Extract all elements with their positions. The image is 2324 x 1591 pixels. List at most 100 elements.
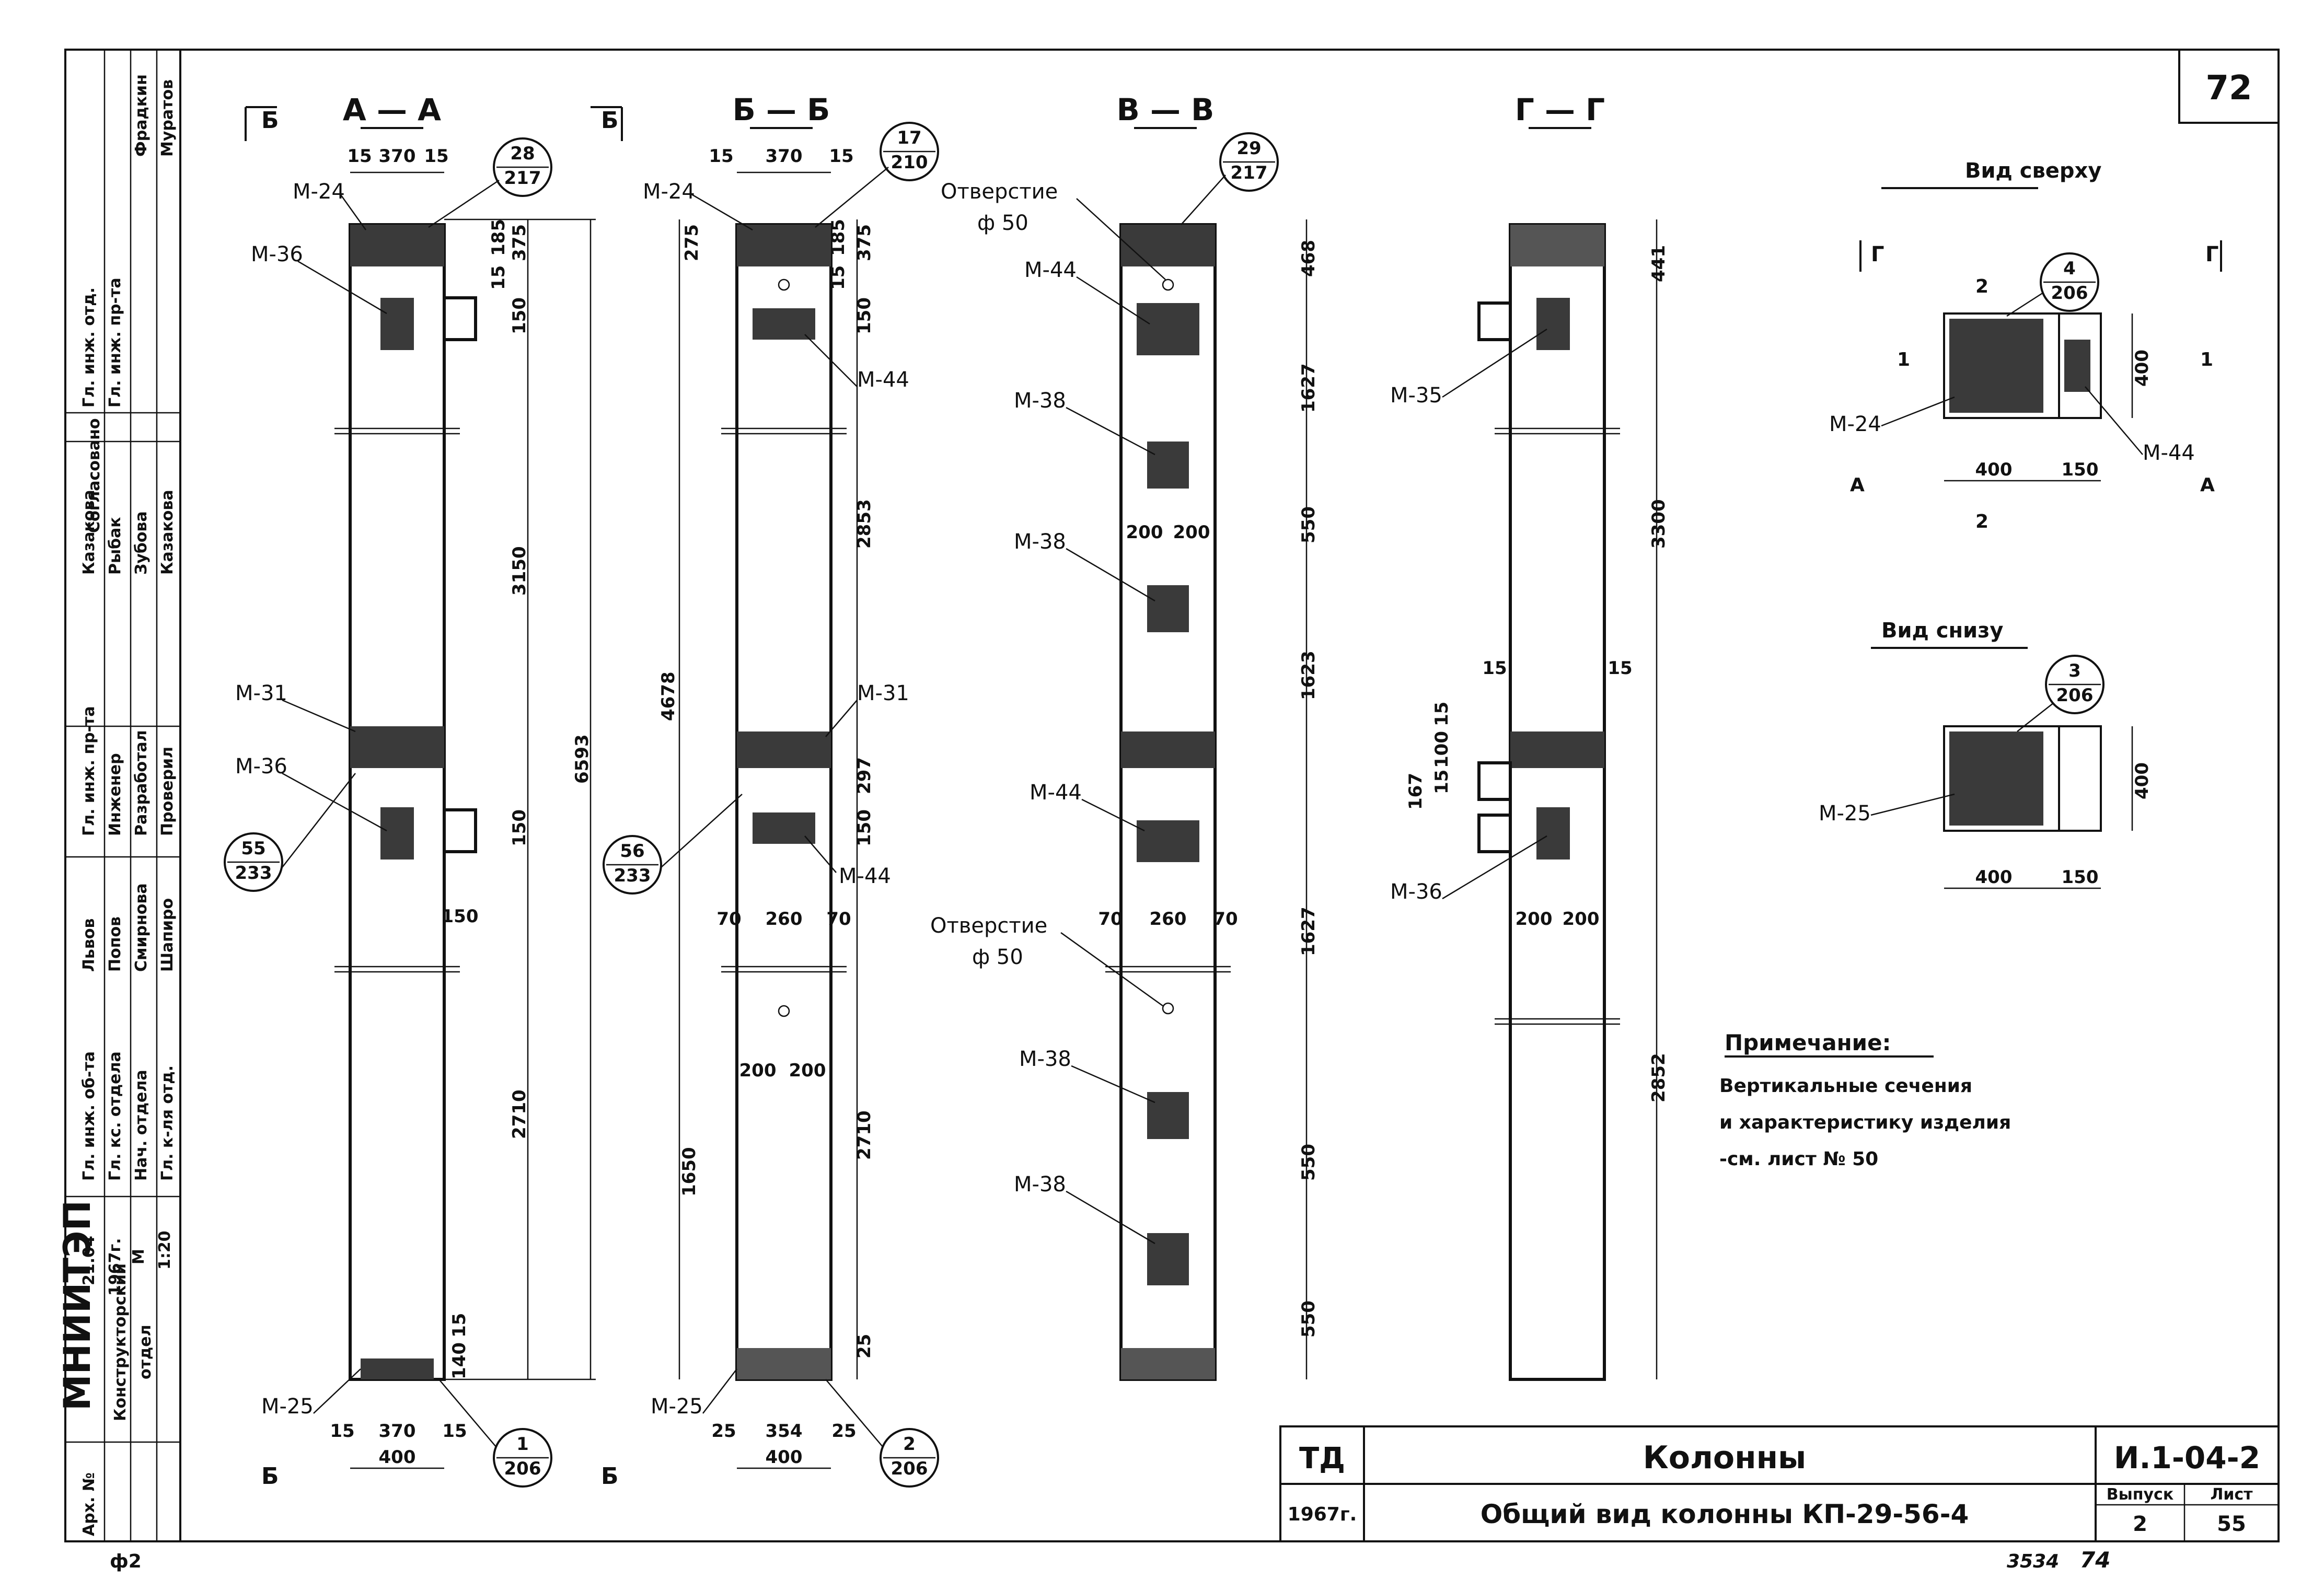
plate-m35-gg	[1536, 298, 1570, 350]
side-role-1: Гл. инж. об-та	[80, 1051, 98, 1181]
aa-d6593: 6593	[572, 734, 593, 784]
side-top-2b: Муратов	[158, 79, 177, 157]
aa-top-w: 370	[379, 146, 416, 167]
plate-m31-aa	[350, 726, 444, 768]
vv-d70r: 70	[1213, 909, 1238, 930]
vv-m44b-label: М-44	[1030, 781, 1082, 805]
bb-m44b-label: М-44	[839, 864, 891, 888]
aa-bot-r: 15	[442, 1421, 467, 1442]
plan-m24-plate	[1949, 319, 2043, 413]
bb-callout-top-n: 17	[897, 127, 921, 148]
plate-m24-vv	[1121, 225, 1215, 266]
bb-m31-label: М-31	[857, 681, 909, 705]
vv-d200l: 200	[1126, 522, 1163, 543]
vv-d468: 468	[1298, 240, 1319, 277]
plate-bottom-vv	[1121, 1348, 1215, 1379]
vv-hole-top-d: ф 50	[977, 211, 1028, 235]
stamp-issue: 2	[2133, 1512, 2147, 1536]
bb-bot-r: 25	[831, 1421, 856, 1442]
gg-d3300: 3300	[1648, 499, 1669, 549]
column-vv	[1119, 223, 1217, 1381]
section-g-g: Г — Г 441 3300 15 15 15 100 15 167 200 2…	[1390, 92, 1669, 1381]
gg-d15b: 15	[1431, 770, 1452, 794]
side-name-1: Львов	[80, 919, 98, 972]
plan-d400v: 400	[2132, 350, 2153, 387]
footer-left: ф2	[110, 1551, 142, 1572]
plan-callout-bot-n: 3	[2068, 660, 2081, 681]
stamp-org: МНИИТЭП	[56, 1200, 99, 1411]
vv-d1623: 1623	[1298, 651, 1319, 700]
vv-d550b: 550	[1298, 1144, 1319, 1181]
plan-cut-2-top: 2	[1975, 276, 1988, 297]
plate-m36-aa-mid	[380, 807, 414, 860]
side-pos-4: Проверил	[158, 747, 177, 836]
bb-d25: 25	[854, 1334, 875, 1358]
bb-callout-mid-n: 56	[620, 841, 644, 862]
column-bb	[735, 223, 833, 1381]
vv-m38-2-label: М-38	[1014, 530, 1066, 554]
note-heading: Примечание:	[1725, 1030, 1891, 1055]
gg-d167: 167	[1405, 773, 1426, 810]
page-number-box	[2178, 49, 2280, 124]
plate-m24-aa	[350, 225, 444, 266]
side-name-3: Смирнова	[132, 883, 151, 972]
aa-callout-top-d: 217	[504, 168, 541, 189]
section-v-v: В — В 468 1627 200 200 550 1623 70 260 7…	[930, 92, 1319, 1381]
page-number: 72	[2205, 69, 2252, 108]
aa-m25-label: М-25	[261, 1395, 314, 1419]
column-gg	[1509, 223, 1606, 1381]
plate-mid-gg	[1510, 731, 1604, 768]
bb-callout-bot-n: 2	[903, 1434, 916, 1455]
stamp-sheet-label: Лист	[2210, 1485, 2253, 1504]
gg-d441: 441	[1648, 245, 1669, 282]
bb-top-l: 15	[709, 146, 733, 167]
column-aa	[349, 223, 446, 1381]
section-gg-title: Г — Г	[1515, 92, 1605, 127]
bb-d1650: 1650	[679, 1147, 700, 1197]
side-sig-3: Зубова	[132, 511, 151, 575]
section-aa-title: А — А	[343, 92, 441, 127]
plate-m38-vv-4	[1147, 1233, 1189, 1285]
stamp-code: ТД	[1299, 1442, 1345, 1476]
plate-m31-vv	[1121, 731, 1215, 768]
bb-callout-bot-d: 206	[891, 1458, 928, 1479]
vv-d260: 260	[1150, 909, 1187, 930]
aa-bot-w: 370	[379, 1421, 416, 1442]
section-a-a: А — А Б 15 370 15 185 15 375 150 3150 65…	[224, 92, 596, 1490]
section-b-b: Б Б — Б 15 370 15 275 185 15 375 150 285…	[591, 92, 939, 1490]
section-vv-title: В — В	[1117, 92, 1215, 127]
side-role-2: Гл. кс. отдела	[106, 1051, 124, 1181]
aa-d3150: 3150	[509, 546, 530, 596]
bb-m44-label: М-44	[857, 368, 909, 392]
gg-d100: 100	[1431, 731, 1452, 768]
footer-right-2: 74	[2080, 1547, 2110, 1573]
cut-b-bot-left: Б	[261, 1463, 279, 1490]
aa-d15: 15	[488, 265, 509, 290]
side-sig-2: Рыбак	[106, 517, 124, 575]
aa-m31-label: М-31	[235, 681, 287, 705]
gg-d15a: 15	[1431, 702, 1452, 726]
gg-m36-label: М-36	[1390, 880, 1442, 904]
plan-m25-label: М-25	[1819, 802, 1871, 826]
plan-cut-2-bot: 2	[1975, 511, 1988, 532]
bb-m25-label: М-25	[651, 1395, 703, 1419]
aa-bot-total: 400	[379, 1447, 416, 1468]
aa-bot-l: 15	[330, 1421, 354, 1442]
bb-d275: 275	[681, 224, 702, 261]
plan-m25-plate	[1949, 731, 2043, 826]
bb-d260: 260	[766, 909, 803, 930]
bb-callout-mid-d: 233	[614, 865, 651, 886]
plan-callout-bot-d: 206	[2056, 685, 2094, 706]
title-block: ТД 1967г. Колонны Общий вид колонны КП-2…	[1279, 1425, 2280, 1542]
vv-m38-3-label: М-38	[1019, 1047, 1071, 1071]
vv-callout-top-n: 29	[1236, 138, 1261, 159]
side-m: М	[130, 1249, 148, 1264]
aa-d15b: 15	[449, 1313, 470, 1338]
vv-d1627b: 1627	[1298, 907, 1319, 956]
bb-top-r: 15	[829, 146, 853, 167]
bb-bot-l: 25	[711, 1421, 736, 1442]
bb-d4678: 4678	[658, 671, 679, 721]
stamp-arch-label: Арх. №	[80, 1472, 98, 1536]
plate-m36-aa-top	[380, 298, 414, 350]
